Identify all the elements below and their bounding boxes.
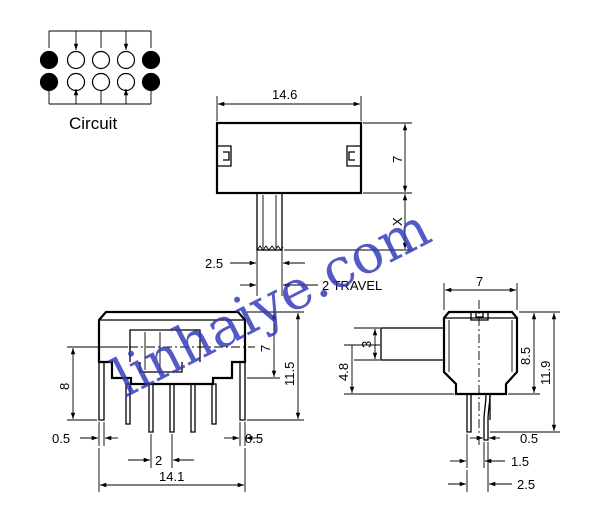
side-pin-thickness-label: 0.5 <box>520 431 538 446</box>
side-actuator-position-label: 4.8 <box>336 363 351 381</box>
front-height-7-label: 7 <box>258 345 273 352</box>
circuit-pin-open <box>66 72 86 92</box>
actuator-width-label: 2.5 <box>205 256 223 271</box>
top-view-body <box>215 121 363 195</box>
circuit-connections <box>48 30 152 105</box>
actuator-length-label: X <box>390 217 405 226</box>
circuit-pin-row-bottom <box>39 72 161 92</box>
side-top-width-label: 7 <box>476 274 483 289</box>
circuit-pin-filled <box>141 50 161 70</box>
circuit-pin-open <box>66 50 86 70</box>
top-view: 14.6 7 X 2.5 2 TRAVEL <box>205 87 412 296</box>
side-body <box>442 310 519 396</box>
circuit-diagram: Circuit <box>39 30 161 133</box>
left-mount-tab <box>98 362 105 421</box>
circuit-label: Circuit <box>69 114 117 133</box>
left-clip <box>217 145 232 167</box>
circuit-pin-filled <box>141 72 161 92</box>
side-pin-span-label: 2.5 <box>517 477 535 492</box>
side-view: 7 3 4.8 8.5 11.9 0.5 1.5 2.5 <box>336 274 560 492</box>
circuit-pin-open <box>116 50 136 70</box>
front-pin-left-label: 0.5 <box>52 431 70 446</box>
top-height-label: 7 <box>390 156 405 163</box>
right-clip <box>346 145 361 167</box>
front-height-8-label: 8 <box>57 383 72 390</box>
circuit-pin-open <box>91 72 111 92</box>
front-pins <box>125 383 217 433</box>
right-mount-tab <box>239 362 246 421</box>
top-width-label: 14.6 <box>272 87 297 102</box>
front-height-11-5-label: 11.5 <box>282 362 297 386</box>
circuit-pin-open <box>91 50 111 70</box>
side-actuator <box>380 327 445 361</box>
front-view: 8 7 11.5 0.5 0.5 2 14.1 <box>52 310 304 492</box>
top-view-actuator <box>256 192 283 251</box>
circuit-pin-filled <box>39 50 59 70</box>
side-height-8-5-label: 8.5 <box>518 347 533 365</box>
circuit-pin-row-top <box>39 50 161 70</box>
side-pin-spacing-label: 1.5 <box>511 454 529 469</box>
watermark: linhaiye.com <box>102 196 440 410</box>
front-actuator <box>129 329 201 362</box>
side-pins <box>466 393 491 441</box>
front-body <box>97 310 247 386</box>
circuit-pin-filled <box>39 72 59 92</box>
side-height-11-9-label: 11.9 <box>538 361 553 385</box>
side-actuator-height-label: 3 <box>359 341 374 348</box>
front-pitch-label: 2 <box>155 453 162 468</box>
front-overall-width-label: 14.1 <box>159 469 184 484</box>
front-pin-right-label: 0.5 <box>245 431 263 446</box>
circuit-pin-open <box>116 72 136 92</box>
travel-label: 2 TRAVEL <box>322 278 382 293</box>
